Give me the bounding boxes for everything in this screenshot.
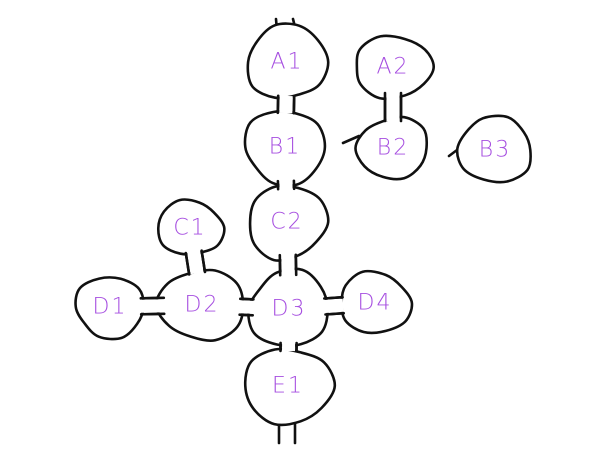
node-shape	[248, 184, 330, 262]
node-label: D3	[272, 297, 307, 322]
node-label: B1	[269, 135, 301, 160]
node-shape	[156, 198, 226, 256]
connector-edge-c1-d2	[184, 251, 191, 276]
node-shape	[74, 276, 145, 341]
b2-stub-line	[341, 134, 361, 145]
node-shape	[354, 115, 429, 181]
node-label: A2	[376, 55, 409, 80]
node-label: B3	[479, 138, 511, 163]
node-label: C1	[173, 216, 206, 241]
node-d1	[74, 276, 145, 341]
connector-gap-c2-d3	[281, 254, 295, 276]
connector-edge-d1-d2	[139, 312, 166, 316]
connector-edge-d3-d4	[322, 295, 344, 300]
node-c1	[156, 198, 226, 256]
node-a1	[246, 22, 330, 100]
connector-gap-a2-b2	[386, 93, 400, 121]
node-label: E1	[272, 374, 304, 399]
connector-edge-d1-d2	[139, 296, 166, 300]
node-label: D4	[358, 291, 393, 316]
node-a2	[355, 34, 435, 101]
connector-gap-d3-e1	[282, 342, 296, 352]
node-shape	[243, 347, 337, 427]
node-shape	[355, 34, 435, 101]
node-label: C2	[270, 210, 303, 235]
node-label: A1	[270, 50, 303, 75]
connector-gap-d3-d4	[324, 298, 344, 313]
node-label: B2	[377, 136, 409, 161]
node-b3	[455, 114, 532, 184]
connector-edge-d2-d3	[239, 297, 255, 301]
connector-gap-d1-d2	[140, 299, 165, 313]
connector-gap-a1-b1	[279, 95, 293, 114]
connector-gap-d2-d3	[239, 300, 254, 314]
node-shape	[243, 109, 327, 188]
connector-gap-b1-c2	[279, 180, 293, 190]
node-shape	[455, 114, 532, 184]
node-b2	[354, 115, 429, 181]
node-shape	[246, 22, 330, 100]
connector-edge-d2-d3	[238, 313, 254, 317]
node-label: D1	[93, 295, 128, 320]
connector-edge-c1-d2	[200, 249, 207, 274]
connector-gap-c1-d2	[187, 250, 204, 275]
node-c2	[248, 184, 330, 262]
node-label: D2	[185, 293, 220, 318]
node-e1	[243, 347, 337, 427]
node-b1	[243, 109, 327, 188]
connector-edge-d3-d4	[324, 311, 346, 316]
